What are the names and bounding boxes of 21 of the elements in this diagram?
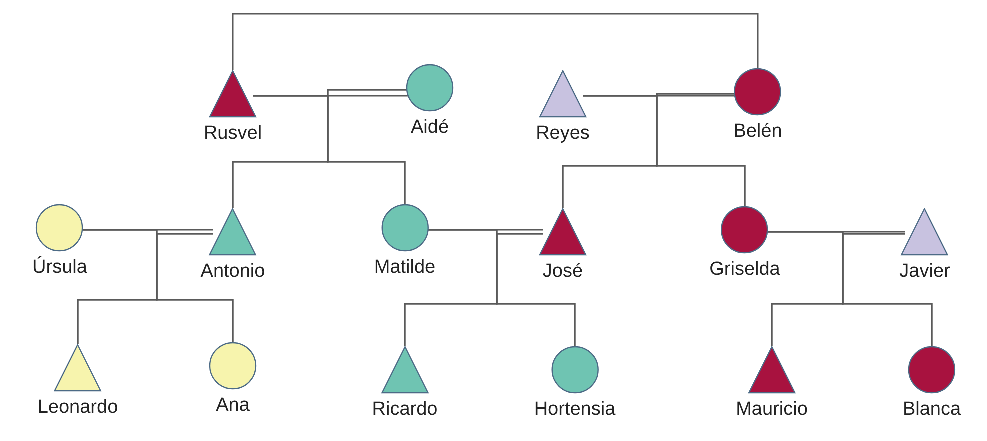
name-label: Leonardo xyxy=(38,397,118,419)
name-label: Griselda xyxy=(710,259,780,281)
name-label: Ana xyxy=(216,395,250,417)
name-label: Reyes xyxy=(536,123,590,145)
name-label: Blanca xyxy=(902,399,962,421)
name-label: Matilde xyxy=(374,257,436,279)
name-label: Hortensia xyxy=(534,399,616,421)
name-label: Aidé xyxy=(410,117,450,139)
name-label: Antonio xyxy=(200,261,266,283)
name-label: Belén xyxy=(734,121,782,143)
connector-line xyxy=(496,233,576,346)
name-label: Mauricio xyxy=(736,399,808,421)
connector-line xyxy=(156,233,234,342)
connector-line xyxy=(842,233,933,346)
connector-line xyxy=(232,13,759,70)
name-label: José xyxy=(542,261,584,283)
connector-line xyxy=(656,93,746,206)
name-label: Javier xyxy=(900,261,950,283)
name-label: Ricardo xyxy=(372,399,438,421)
name-label: Úrsula xyxy=(32,257,88,279)
name-label: Rusvel xyxy=(204,123,262,145)
